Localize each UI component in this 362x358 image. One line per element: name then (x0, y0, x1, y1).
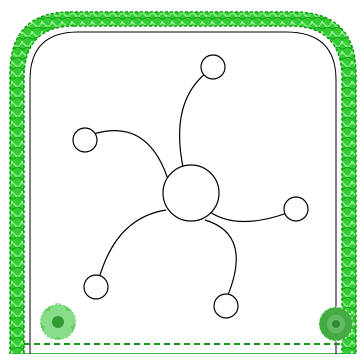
spoke-bottom-left (98, 210, 166, 282)
spoke-figure (73, 55, 308, 318)
spoke-right (210, 210, 295, 222)
node-bottom-left (84, 275, 108, 299)
spoke-top (180, 70, 210, 172)
node-bottom-right (214, 294, 238, 318)
rosette-right (319, 307, 353, 341)
node-right (284, 197, 308, 221)
node-left (73, 128, 97, 152)
node-top (201, 55, 225, 79)
spoke-bottom-right (205, 220, 236, 302)
rosette-left (40, 303, 76, 340)
spoke-left (90, 131, 170, 186)
hub-circle (163, 165, 219, 221)
